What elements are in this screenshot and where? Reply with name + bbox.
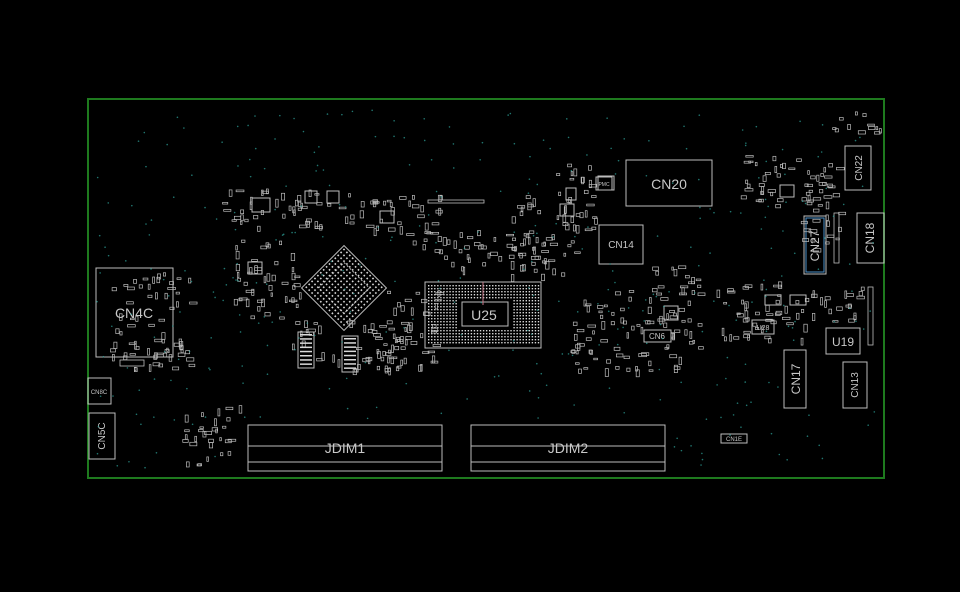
component-cn17[interactable]: CN17 xyxy=(783,349,807,409)
component-u19[interactable]: U19 xyxy=(825,327,861,355)
component-cn8c[interactable]: CN8C xyxy=(87,377,112,405)
component-jdim2[interactable]: JDIM2 xyxy=(470,424,666,472)
component-cn20[interactable]: CN20 xyxy=(625,159,713,207)
via-field xyxy=(96,109,876,469)
passive-components xyxy=(110,111,882,468)
label-cn6: CN6 xyxy=(649,332,666,341)
label-jdim1: JDIM1 xyxy=(325,440,366,456)
label-cn27: CN27 xyxy=(808,230,822,261)
component-cn22[interactable]: CN22 xyxy=(844,145,872,191)
component-jdim1[interactable]: JDIM1 xyxy=(247,424,443,472)
component-cn13[interactable]: CN13 xyxy=(842,361,868,409)
label-cn17: CN17 xyxy=(789,363,803,394)
board-outline xyxy=(87,98,885,479)
component-u25[interactable]: U25 xyxy=(424,281,542,349)
label-cn13: CN13 xyxy=(850,372,861,398)
label-cn8c: CN8C xyxy=(91,390,108,396)
label-cn5c: CN5C xyxy=(97,422,108,449)
label-cn22: CN22 xyxy=(854,155,865,181)
component-cn14[interactable]: CN14 xyxy=(598,224,644,265)
label-pmc: PMC xyxy=(598,182,610,188)
label-jdim2: JDIM2 xyxy=(548,440,589,456)
label-cn20: CN20 xyxy=(651,176,687,192)
component-cn1e[interactable]: CN1E xyxy=(720,433,748,444)
label-cn4c: CN4C xyxy=(115,305,153,321)
gpu-ball-array xyxy=(305,248,383,327)
cpu-ball-array xyxy=(428,285,540,344)
label-cn14: CN14 xyxy=(608,240,634,251)
component-cn27[interactable]: CN27 xyxy=(803,215,827,275)
label-u19: U19 xyxy=(832,335,854,349)
label-cn18: CN18 xyxy=(863,222,877,253)
component-gpu-bga[interactable] xyxy=(300,244,388,332)
component-cn5c[interactable]: CN5C xyxy=(88,412,116,460)
component-cn18[interactable]: CN18 xyxy=(856,212,885,264)
label-cn1e: CN1E xyxy=(726,437,742,443)
component-cn4c[interactable]: CN4C xyxy=(95,267,174,358)
label-u25: U25 xyxy=(471,307,497,323)
component-cn6[interactable]: CN6 xyxy=(643,329,672,343)
